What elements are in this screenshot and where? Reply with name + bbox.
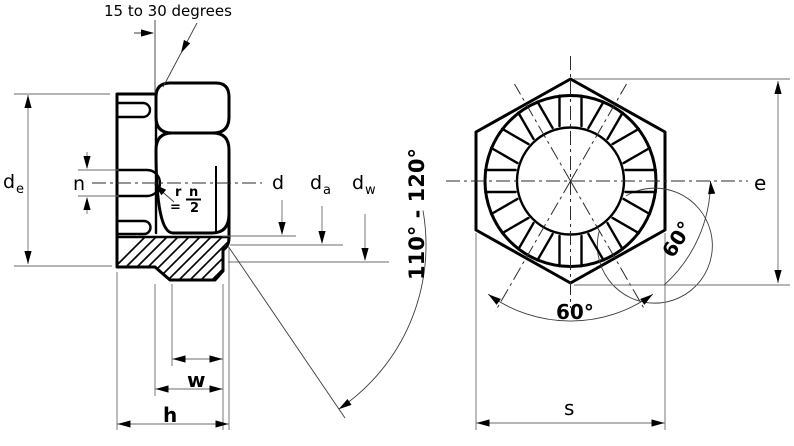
arrowhead	[24, 251, 32, 264]
label-r-den: 2	[190, 201, 199, 216]
label-w: w	[187, 368, 205, 392]
label-r-num: n	[189, 185, 198, 200]
arrowhead	[774, 81, 782, 94]
label-de: d	[3, 171, 15, 193]
label-d: d	[272, 172, 284, 194]
label-r: r	[175, 185, 182, 200]
radial-centerline-300	[570, 180, 646, 312]
dished-face-line	[227, 245, 346, 419]
arrowhead	[83, 197, 91, 210]
label-s: s	[564, 396, 574, 420]
arrowhead	[83, 156, 91, 169]
arrowhead	[774, 270, 782, 283]
arrowhead	[488, 294, 501, 305]
arrowhead	[141, 29, 154, 37]
label-angle110: 110° - 120°	[405, 148, 429, 280]
nut-lower-right-outline	[153, 212, 231, 282]
arrowhead	[181, 39, 191, 53]
side-view	[92, 81, 262, 282]
labels: 15 to 30 degrees d e n r n = 2 d d a d w…	[3, 2, 766, 427]
angle60-bottom-arc	[487, 293, 654, 322]
thread-major-arc	[596, 187, 713, 304]
end-view	[446, 56, 748, 312]
arrowhead	[155, 385, 169, 393]
label-e: e	[754, 171, 766, 195]
arrowhead	[476, 419, 490, 427]
radial-centerline-60	[570, 83, 627, 182]
arrowhead	[172, 355, 186, 363]
slot-top	[115, 101, 152, 119]
section-hatching	[117, 237, 229, 280]
nut-left-outline	[115, 92, 158, 269]
label-dw-sub: w	[365, 183, 376, 198]
arrowhead	[154, 184, 167, 196]
arrowhead	[278, 222, 286, 235]
arrowhead	[640, 294, 653, 305]
label-h: h	[163, 403, 177, 427]
label-da-sub: a	[323, 183, 331, 198]
label-da: d	[310, 172, 322, 194]
arrowhead	[708, 181, 716, 195]
label-r-eq: =	[170, 200, 181, 215]
radial-centerline-120	[514, 83, 571, 182]
arrowhead	[24, 95, 32, 108]
slot-bottom	[115, 219, 152, 236]
arrowhead	[651, 419, 665, 427]
arrowhead	[215, 420, 229, 428]
arrowhead	[338, 398, 352, 410]
label-angle60-right: 60°	[657, 217, 697, 262]
arrowhead	[209, 355, 223, 363]
arrowhead	[361, 248, 369, 261]
slot-angle-flank-line	[162, 22, 198, 88]
crown-tine-upper	[154, 81, 231, 135]
label-angle60-bottom: 60°	[556, 300, 594, 324]
arrowhead	[318, 231, 326, 244]
label-slot-angle: 15 to 30 degrees	[104, 2, 232, 20]
dished-angle-arc	[338, 210, 427, 410]
label-n: n	[73, 173, 85, 195]
castellation-slots	[484, 94, 657, 268]
label-dw: d	[352, 172, 364, 194]
arrowhead	[209, 385, 223, 393]
dimension-lines	[14, 20, 790, 430]
label-de-sub: e	[16, 182, 24, 197]
arrowhead	[117, 420, 131, 428]
dimension-arrowheads	[24, 29, 782, 428]
radial-centerline-240	[495, 180, 571, 312]
